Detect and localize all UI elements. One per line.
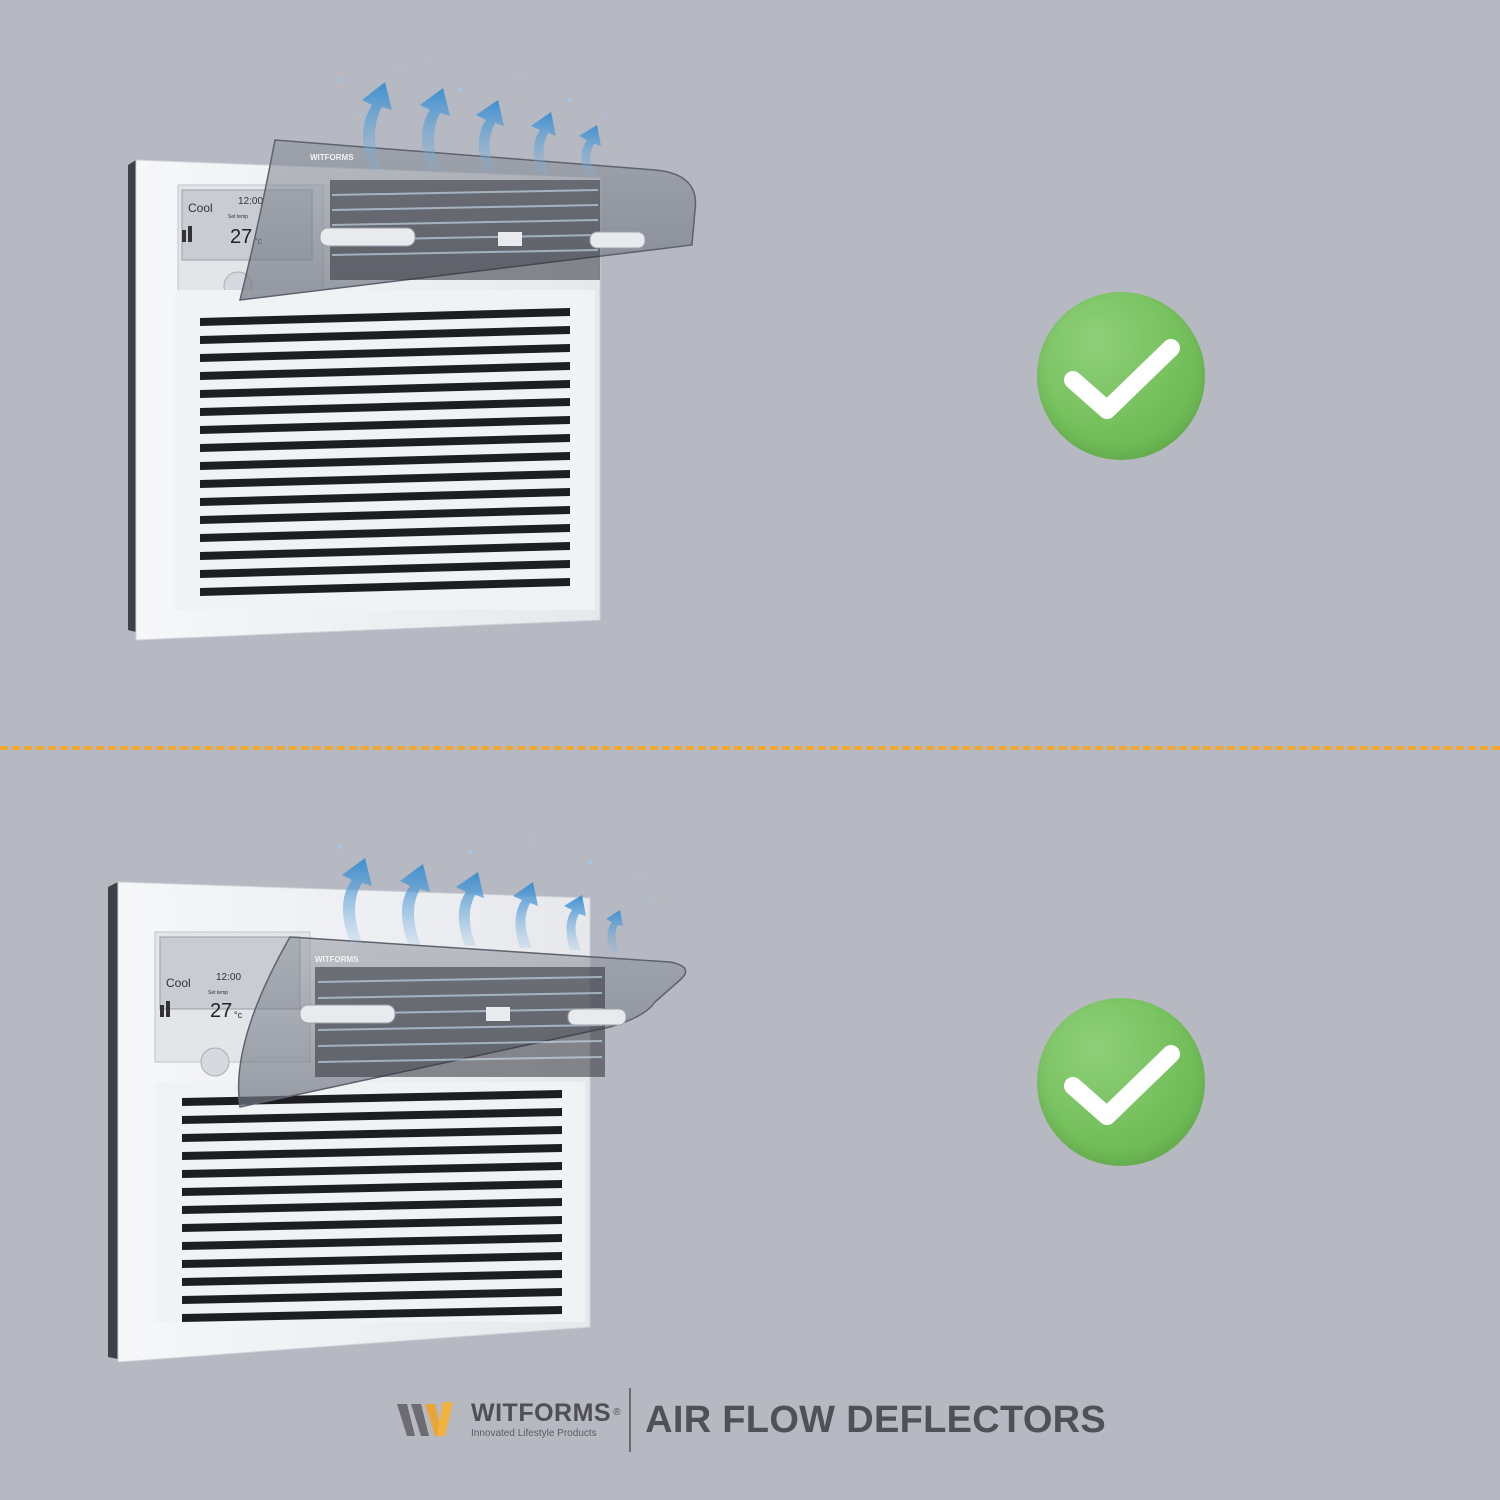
display-mode: Cool [188,201,213,215]
display-set-label: Set temp [208,990,228,996]
display-temp: 27 [210,1000,232,1022]
brand-separator [629,1388,632,1452]
registered-mark: ® [613,1407,622,1418]
airflow-arrows [342,858,623,952]
air-deflector: WITFORMS [239,139,697,301]
deflector-brand: WITFORMS [310,153,354,162]
brand-name-text: WITFORMS [471,1399,612,1427]
brand-footer: WITFORMS® Innovated Lifestyle Products A… [395,1380,1115,1460]
ac-unit-illustration: Cool 12:00 Set temp 27 °c [100,60,720,660]
dashed-divider [0,746,1500,750]
airflow-arrows [362,82,601,176]
top-panel: Cool 12:00 Set temp 27 °c [0,0,1500,745]
witforms-logo-icon [395,1398,461,1442]
display-temp: 27 [230,226,252,248]
display-set-label: Set temp [228,214,248,220]
brand-tagline: Innovated Lifestyle Products [471,1428,597,1439]
check-circle-icon [1037,292,1205,460]
ac-with-deflector-image: Cool 12:00 Set temp 27 °c [108,830,687,1362]
display-time: 12:00 [216,972,241,983]
bottom-panel: Cool 12:00 Set temp 27 °c [0,752,1500,1372]
display-unit: °c [234,1010,243,1020]
ac-unit-illustration: Cool 12:00 Set temp 27 °c [90,802,730,1362]
brand-text: WITFORMS® Innovated Lifestyle Products [471,1399,621,1441]
product-title: AIR FLOW DEFLECTORS [645,1398,1107,1441]
brand-name: WITFORMS® [471,1399,621,1427]
check-circle-icon [1037,998,1205,1166]
display-mode: Cool [166,976,191,990]
ac-with-deflector-image: Cool 12:00 Set temp 27 °c [128,60,697,641]
deflector-brand: WITFORMS [315,955,359,964]
vent-grille [175,290,595,610]
display-time: 12:00 [238,196,263,207]
air-deflector: WITFORMS [237,936,687,1108]
vent-grille [155,1082,585,1322]
